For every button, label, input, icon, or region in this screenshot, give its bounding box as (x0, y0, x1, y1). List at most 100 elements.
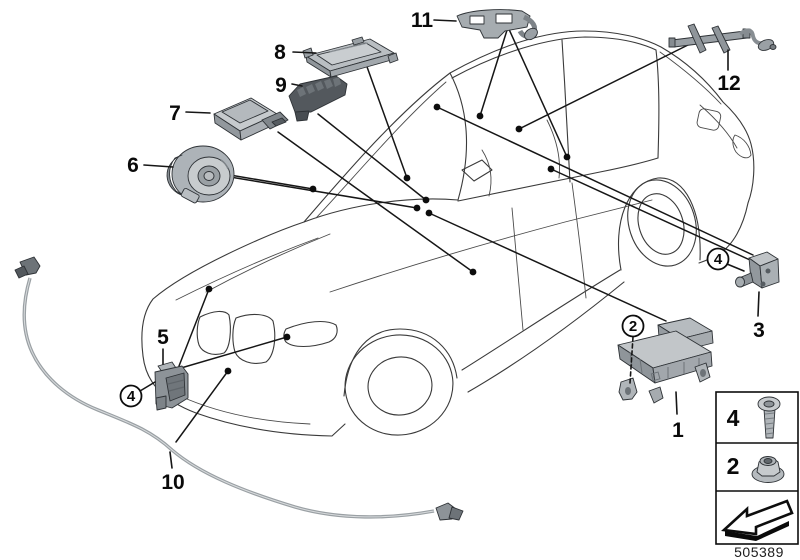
leader-part11-b (507, 26, 568, 158)
ecu8-detail (329, 42, 369, 53)
leader-part1 (428, 212, 667, 322)
taillight (732, 134, 752, 159)
label-part-11[interactable]: 11 (411, 9, 434, 32)
screw-thread (764, 412, 775, 415)
locator-dot (309, 185, 317, 193)
sensor3-hole (765, 268, 771, 274)
labelline-6 (143, 164, 174, 168)
sensor3-hole (760, 281, 766, 287)
label-part-9[interactable]: 9 (275, 74, 287, 97)
locator-dot (422, 196, 430, 204)
labelline-7 (185, 111, 211, 114)
label-part-12[interactable]: 12 (717, 72, 740, 95)
bracket9-foot (294, 110, 310, 122)
direction-arrow-outline (721, 499, 794, 536)
module-socket (271, 117, 287, 127)
locator-dot (283, 333, 291, 341)
flange-nut-icon (751, 456, 785, 483)
locator-dot (433, 103, 441, 111)
rear-deck-line (659, 51, 722, 105)
part-9-bracket-graphic[interactable] (288, 75, 348, 122)
sensor5-panel (165, 372, 186, 402)
part-8-ecu-graphic[interactable] (302, 36, 399, 78)
side-mirror (461, 159, 493, 182)
front-wheel-rim (367, 356, 433, 416)
circled-callout-4-left[interactable]: 4 (119, 384, 143, 408)
leader-part10 (175, 370, 229, 443)
locator-dot (469, 268, 477, 276)
labelline-11 (433, 19, 457, 22)
part-1-airbag-control-unit-graphic[interactable] (617, 317, 714, 404)
label-part-7[interactable]: 7 (169, 102, 181, 125)
sensor5-foot (155, 395, 167, 411)
screw-thread (764, 417, 775, 420)
kidney-grille-right (232, 313, 276, 364)
part-7-control-module-graphic[interactable] (213, 97, 289, 141)
label-part-8[interactable]: 8 (274, 41, 286, 64)
leader-part8 (365, 63, 408, 179)
bracket12-cross-1 (687, 23, 707, 54)
seat-line-1 (481, 149, 492, 197)
labelline-circled2-dashed (629, 336, 634, 384)
bumper-intake-line (179, 395, 311, 425)
circled-callout-2[interactable]: 2 (621, 314, 645, 338)
label-part-1[interactable]: 1 (672, 419, 684, 442)
screw-torx-socket (763, 400, 775, 408)
labelline-8 (292, 51, 317, 54)
windshield-right-edge (449, 72, 468, 201)
ecu8-tab-top (351, 36, 365, 46)
leader-part12 (518, 42, 693, 130)
module-lid (221, 99, 269, 124)
hood-crease-1 (175, 237, 319, 301)
front-bumper-lower (142, 355, 346, 437)
part-5-front-sensor-graphic[interactable] (154, 361, 189, 411)
leader-lines (175, 26, 754, 443)
locator-dot (476, 112, 484, 120)
torx-screw-icon (757, 396, 781, 439)
leader-part11-a (479, 26, 509, 117)
labelline-10 (169, 451, 173, 469)
callout-number: 4 (127, 388, 136, 405)
callout-number: 2 (629, 318, 637, 335)
bracket12-connector-tip (769, 44, 777, 50)
part-12-bracket-graphic[interactable] (668, 23, 777, 54)
leader-part3-a (436, 106, 754, 256)
locator-dot (425, 209, 433, 217)
legend-ref-nut: 2 (727, 453, 740, 479)
part-3-side-sensor-graphic[interactable] (735, 251, 780, 289)
label-part-6[interactable]: 6 (127, 154, 139, 177)
labelline-9 (291, 83, 303, 87)
cable-highlight (23, 277, 435, 518)
screw-thread (765, 422, 775, 425)
label-part-10[interactable]: 10 (161, 471, 184, 494)
locator-dot (403, 174, 411, 182)
part-11-bracket-graphic[interactable] (456, 9, 540, 42)
acu-ear-slot (700, 369, 706, 377)
leader-part3-b (550, 168, 751, 261)
rear-wheel-arch (617, 177, 701, 271)
label-lines (139, 19, 760, 469)
part-10-pedestrian-sensor-cable[interactable] (14, 256, 464, 521)
labelline-1 (675, 391, 678, 415)
direction-arrow-icon (721, 499, 794, 541)
leader-part9 (317, 113, 427, 201)
label-part-3[interactable]: 3 (753, 319, 765, 342)
window-top-line (451, 36, 657, 79)
part-6-clockspring-graphic[interactable] (166, 145, 235, 204)
leader-part6-a (223, 173, 314, 190)
circled-callout-4-right[interactable]: 4 (706, 247, 730, 271)
headlight (283, 320, 338, 348)
clockspring-tab (180, 187, 200, 204)
direction-arrow-shadow (725, 521, 789, 541)
side-character-line (329, 199, 653, 293)
front-wheel-tire (344, 334, 454, 436)
nut-hole (763, 458, 773, 464)
bracket9-ribs (297, 77, 341, 97)
leader-part5-b (180, 336, 288, 369)
clockspring-shadow (166, 154, 185, 197)
cable-start-connector-tip (14, 265, 29, 279)
label-part-5[interactable]: 5 (157, 326, 169, 349)
trunk-seam (699, 104, 738, 149)
